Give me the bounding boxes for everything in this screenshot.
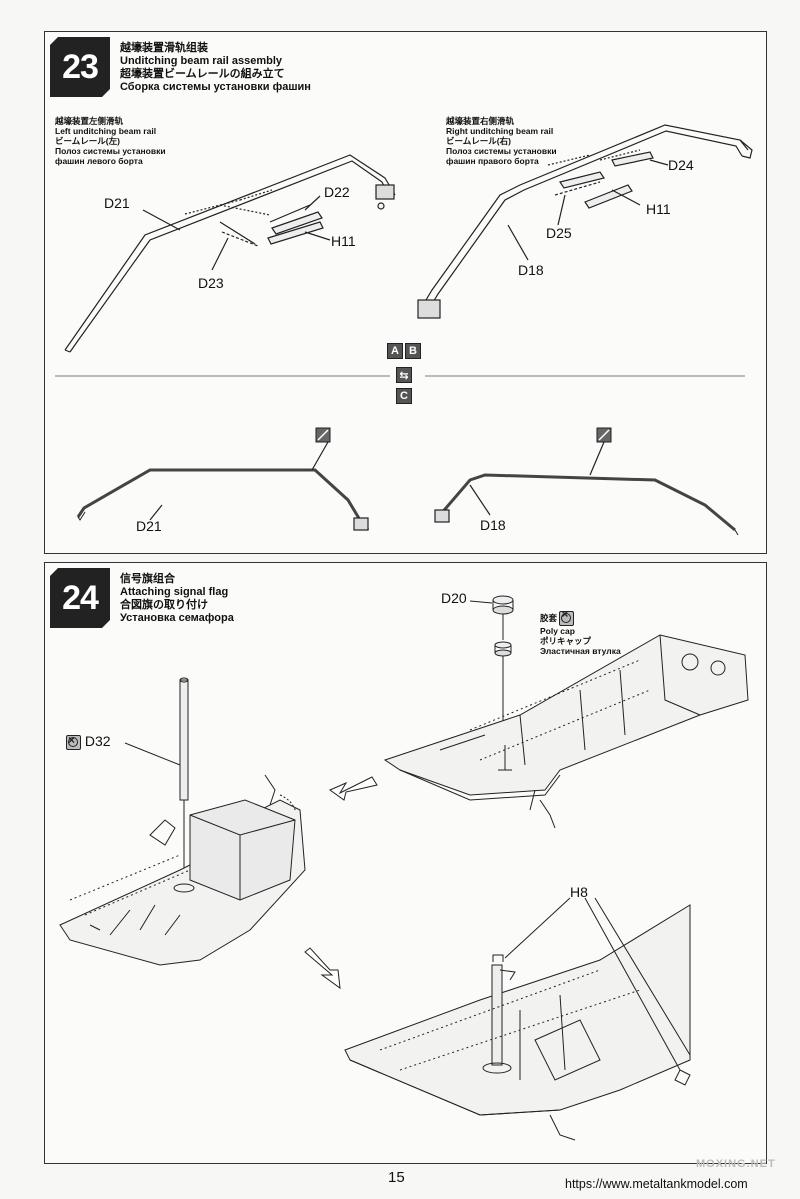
left-rail-ru-1: Полоз системы установки [55,146,166,156]
title-ja: 超壕装置ビームレールの組み立て [120,68,285,80]
site-url[interactable]: https://www.metaltankmodel.com [565,1177,748,1191]
callout-h8: H8 [570,884,588,900]
callout-d21: D21 [104,195,130,211]
no-glue-icon [66,733,81,750]
title-en: Unditching beam rail assembly [120,55,282,67]
right-rail-caption: 越壕装置右侧滑轨 Right unditching beam rail ビームレ… [446,116,557,166]
page-number: 15 [388,1169,405,1186]
callout-d21-bottom: D21 [136,518,162,534]
left-rail-drawing [64,154,396,351]
callout-d24: D24 [668,157,694,173]
title-zh: 越壕装置滑轨组装 [120,42,208,54]
step-number-badge: 23 [50,37,110,97]
title-ru: Сборка системы установки фашин [120,81,311,93]
version-marker-c: C [396,388,412,404]
callout-d22: D22 [324,184,350,200]
callout-d18: D18 [518,262,544,278]
left-rail-ja: ビームレール(左) [55,136,120,146]
step-24-panel: 24 信号旗组合 Attaching signal flag 合図旗の取り付け … [44,562,767,1164]
callout-h11-left: H11 [331,233,356,249]
title-ru: Установка семафора [120,612,234,624]
polycap-zh: 胶套 [540,612,558,623]
step-23-panel: 23 越壕装置滑轨组装 Unditching beam rail assembl… [44,31,767,554]
left-rail-bottom-drawing [76,468,370,531]
callout-d20: D20 [441,590,467,606]
right-rail-ja: ビームレール(右) [446,136,511,146]
polycap-en: Poly cap [540,626,575,636]
callout-d25: D25 [546,225,572,241]
version-marker-b: B [405,343,421,359]
left-rail-zh: 越壕装置左侧滑轨 [55,116,124,126]
callout-d32: D32 [66,733,111,750]
step-23-illustration [55,124,753,536]
right-rail-ru-2: фашин правого борта [446,156,539,166]
right-rail-drawing [419,124,749,311]
polycap-note: 胶套 Poly cap ポリキャップ Эластичная втулка [540,609,621,656]
callout-d32-label: D32 [84,733,111,749]
swap-arrow-icon: ⇆ [396,367,412,383]
step-number-badge: 24 [50,568,110,628]
right-rail-ru-1: Полоз системы установки [446,146,557,156]
no-glue-icon [559,609,575,626]
title-zh: 信号旗组合 [120,573,175,585]
callout-h11-right: H11 [646,201,671,217]
callout-d23: D23 [198,275,224,291]
left-rail-caption: 越壕装置左侧滑轨 Left unditching beam rail ビームレー… [55,116,166,166]
right-rail-zh: 越壕装置右侧滑轨 [446,116,515,126]
left-rail-en: Left unditching beam rail [55,126,157,136]
polycap-ja: ポリキャップ [540,636,592,646]
right-rail-bottom-drawing [438,473,736,532]
right-rail-en: Right unditching beam rail [446,126,554,136]
title-ja: 合図旗の取り付け [120,599,208,611]
callout-d18-bottom: D18 [480,517,506,533]
version-marker-a: A [387,343,403,359]
step-24-titles: 信号旗组合 Attaching signal flag 合図旗の取り付け Уст… [120,573,234,625]
title-en: Attaching signal flag [120,586,229,598]
polycap-ru: Эластичная втулка [540,646,621,656]
left-rail-ru-2: фашин левого борта [55,156,143,166]
watermark: MOXING.NET [696,1158,776,1170]
step-23-titles: 越壕装置滑轨组装 Unditching beam rail assembly 超… [120,42,311,94]
